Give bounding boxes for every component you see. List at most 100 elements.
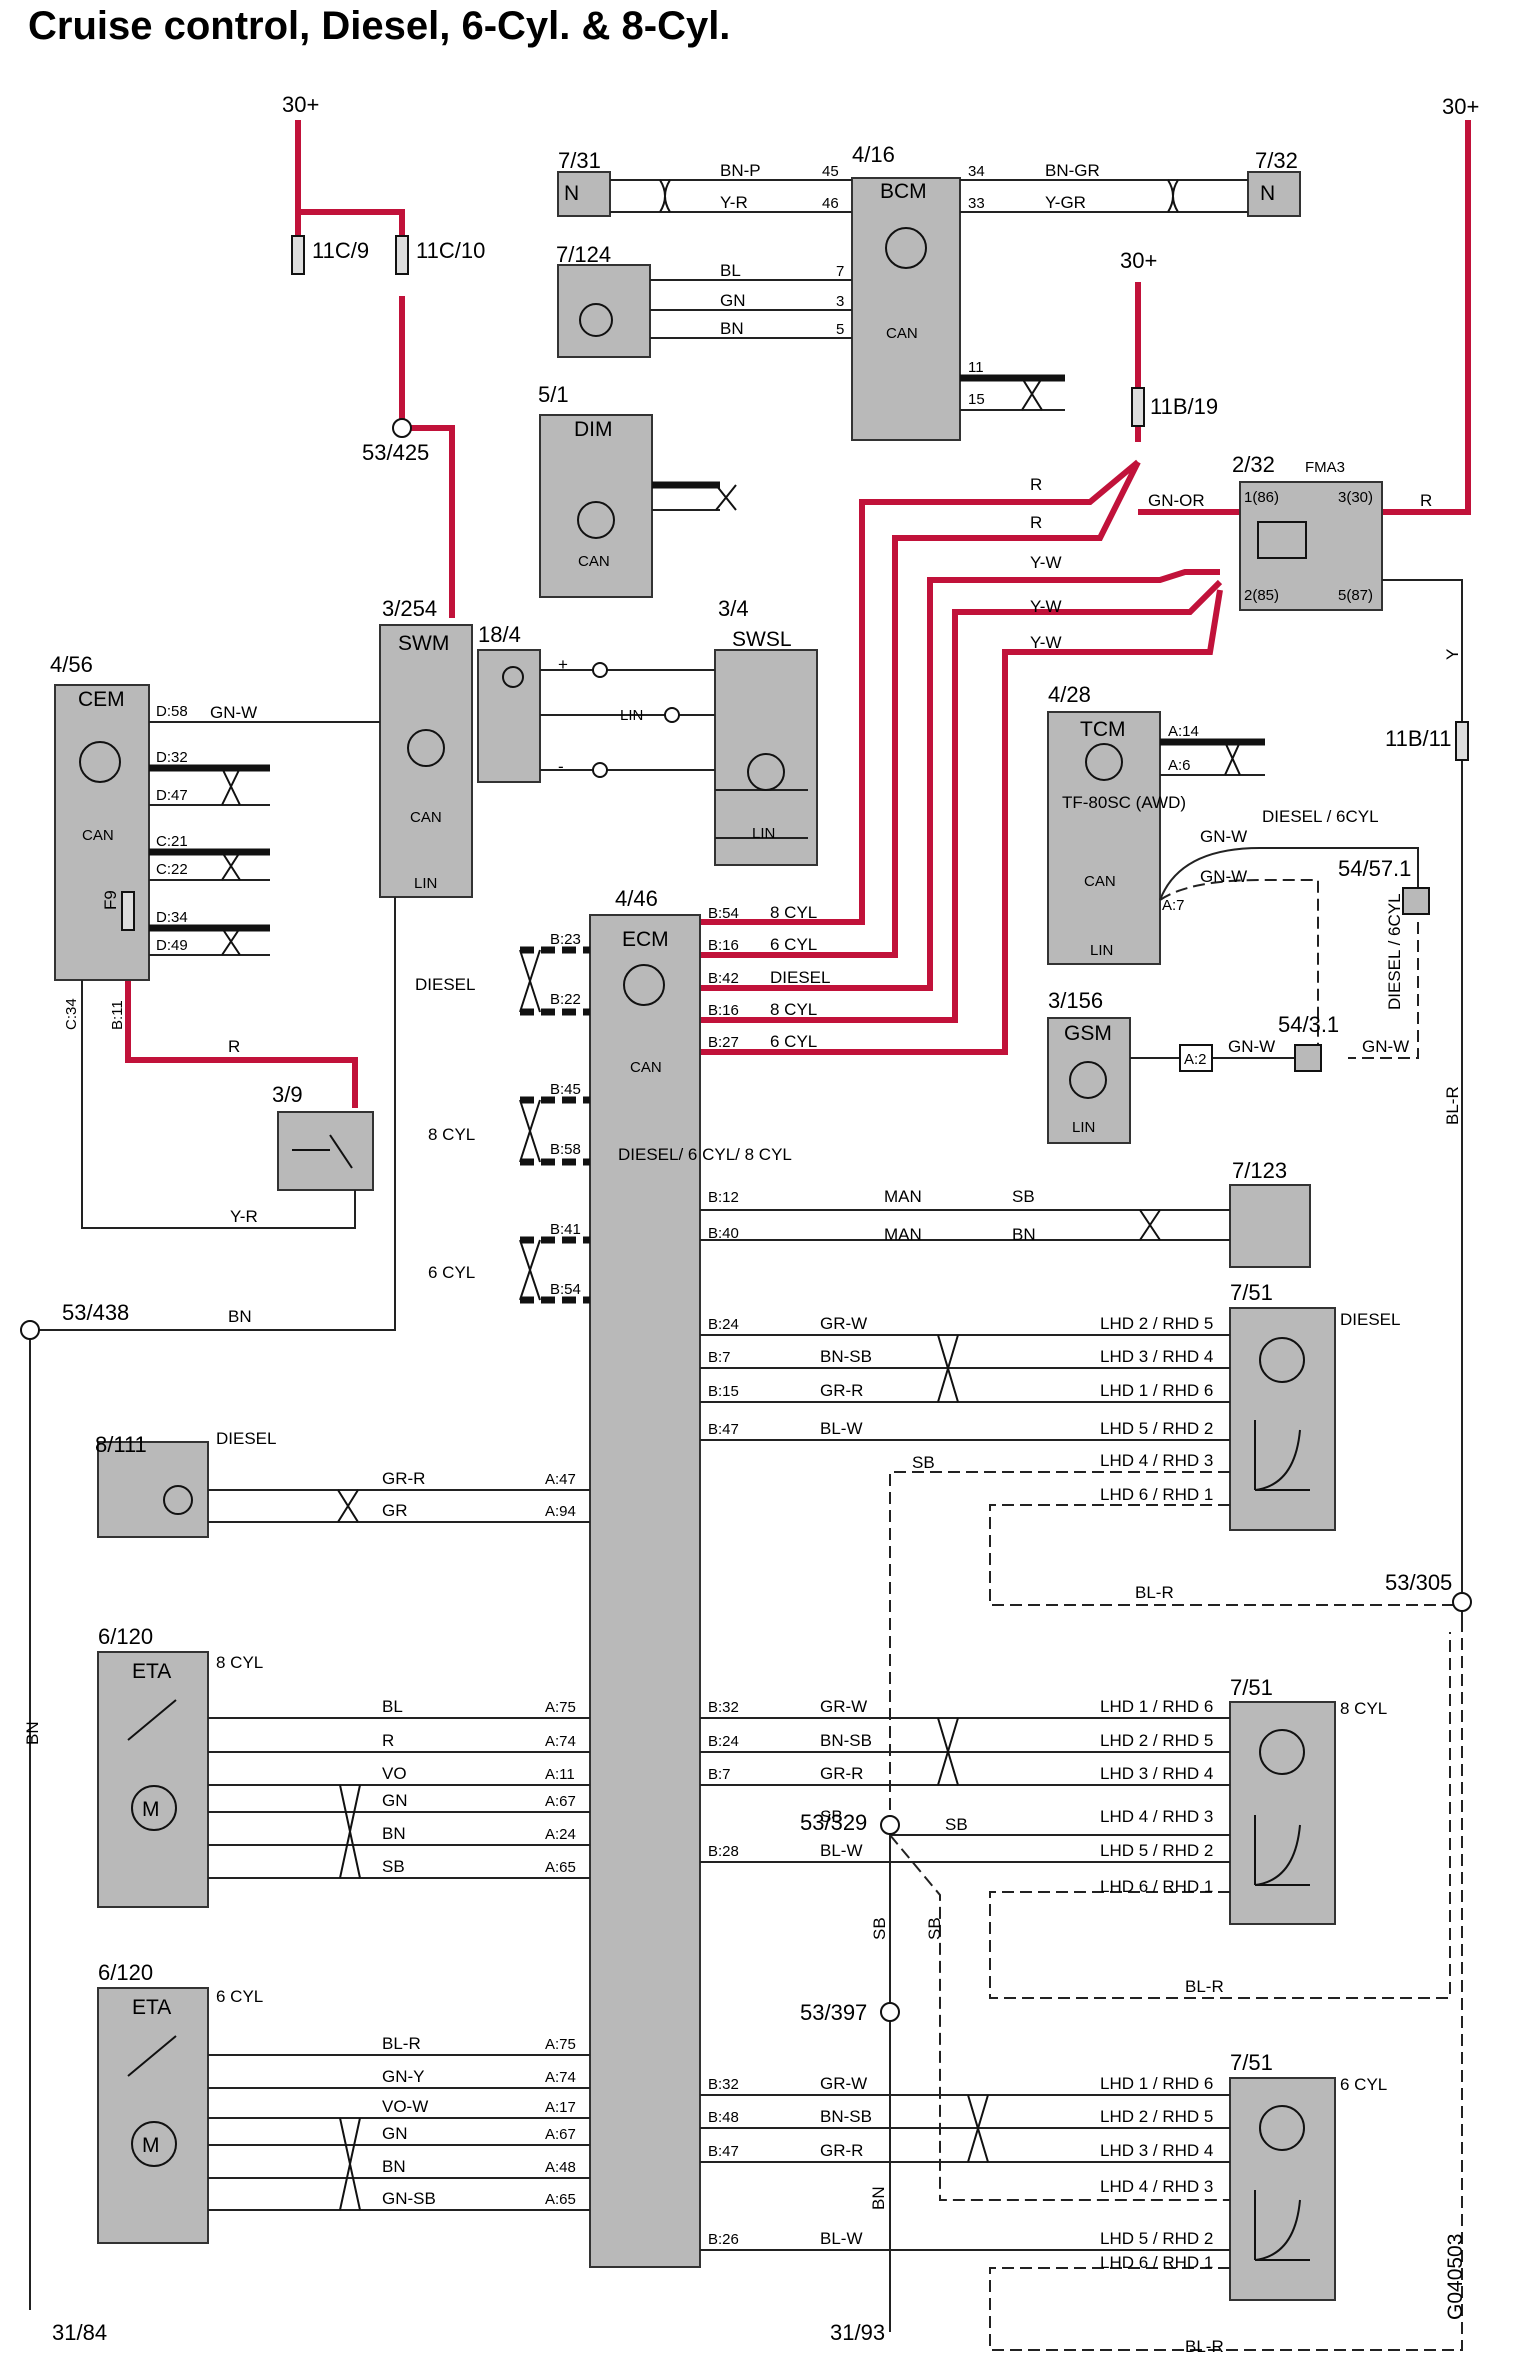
- eta8-wire: BN: [382, 1824, 406, 1843]
- label-7-51-8cyl: 7/51: [1230, 1675, 1273, 1700]
- label-6-120-8cyl: 6/120: [98, 1624, 153, 1649]
- label-3-254: 3/254: [382, 596, 437, 621]
- sensor-diesel-lhd: LHD 5 / RHD 2: [1100, 1419, 1213, 1438]
- relay-pin-2: 3(30): [1338, 489, 1373, 506]
- module-pins: BN-P 45 Y-R 46 BN-GR 34 Y-GR 33 BL 7 GN …: [63, 161, 1373, 1068]
- power-wires: [125, 120, 1471, 1108]
- ecm-red-label-3: DIESEL: [770, 968, 830, 987]
- cem-pin-5: C:22: [156, 861, 188, 878]
- tcm-name: TCM: [1080, 718, 1126, 741]
- tcm-wire-gnw-2: GN-W: [1200, 867, 1247, 886]
- sensor-6cyl-lhd: LHD 5 / RHD 2: [1100, 2229, 1213, 2248]
- signal-wires: [29, 179, 1463, 2351]
- wire-r-cem: R: [228, 1037, 240, 1056]
- bcm-wire-l2: Y-R: [720, 193, 748, 212]
- variant-6cyl: 6 CYL: [428, 1263, 475, 1282]
- sensor-8cyl-pin: B:24: [708, 1733, 739, 1750]
- sensor-6cyl-variant: 6 CYL: [1340, 2075, 1387, 2094]
- motor-diesel-variant: DIESEL: [216, 1429, 276, 1448]
- bcm-pin-l1: 45: [822, 163, 839, 180]
- label-7-51-6cyl: 7/51: [1230, 2050, 1273, 2075]
- sensor-8cyl-wire: GR-R: [820, 1764, 863, 1783]
- splice-symbols: [20, 418, 1472, 2022]
- wire-yw-3: Y-W: [1030, 633, 1062, 652]
- label-4-28: 4/28: [1048, 682, 1091, 707]
- cem-pin-7: D:49: [156, 937, 188, 954]
- cem-pin-8: C:34: [63, 998, 80, 1030]
- ecm-red-label-2: 6 CYL: [770, 935, 817, 954]
- eta6-wire: GN-SB: [382, 2189, 436, 2208]
- ecm-pin-top-1: B:54: [708, 905, 739, 922]
- sensor-8cyl-wire: SB: [820, 1807, 843, 1826]
- bcm-wire-s3: BN: [720, 319, 744, 338]
- sensor-6cyl-lhd: LHD 6 / RHD 1: [1100, 2253, 1213, 2272]
- wire-yr: Y-R: [230, 1207, 258, 1226]
- eta8-pin: A:65: [545, 1859, 576, 1876]
- ecm-pin-left-2: B:22: [550, 991, 581, 1008]
- junction-53-425: 53/425: [362, 440, 429, 465]
- dim-can: CAN: [578, 553, 610, 570]
- eta8-wire: SB: [382, 1857, 405, 1876]
- sensor-diesel-pin: B:47: [708, 1421, 739, 1438]
- sensor-6cyl-wire: GR-W: [820, 2074, 867, 2093]
- label-18-4: 18/4: [478, 622, 521, 647]
- wire-bn-vertical-2: BN: [869, 2186, 888, 2210]
- bcm-pin-s2: 3: [836, 293, 844, 310]
- wire-bn: BN: [228, 1307, 252, 1326]
- label-6-120-6cyl: 6/120: [98, 1960, 153, 1985]
- sensor-8cyl-lhd: LHD 4 / RHD 3: [1100, 1807, 1213, 1826]
- eta8-variant: 8 CYL: [216, 1653, 263, 1672]
- tcm-pin-3: A:7: [1162, 897, 1185, 914]
- sensor-diesel-extra: LHD 4 / RHD 3: [1100, 1451, 1213, 1470]
- bcm-wire-r1: BN-GR: [1045, 161, 1100, 180]
- sensor-8cyl-pin: B:7: [708, 1766, 731, 1783]
- sensor-diesel-wire: GR-W: [820, 1314, 867, 1333]
- sensor-diesel-pin: B:7: [708, 1349, 731, 1366]
- eta8-wire: GN: [382, 1791, 408, 1810]
- ecm-pin-left-1: B:23: [550, 931, 581, 948]
- sensor-diesel-pin: B:24: [708, 1316, 739, 1333]
- ecm-name: ECM: [622, 928, 669, 951]
- fma3-name: FMA3: [1305, 459, 1345, 476]
- label-7-51-diesel: 7/51: [1230, 1280, 1273, 1305]
- component-labels: 7/31 N 7/32 N 4/16 BCM CAN 7/124 5/1 DIM…: [50, 142, 1400, 2157]
- label-2-32: 2/32: [1232, 452, 1275, 477]
- sensor-6cyl-pin: B:26: [708, 2231, 739, 2248]
- sensor-8cyl-wire: GR-W: [820, 1697, 867, 1716]
- label-4-16: 4/16: [852, 142, 895, 167]
- cem-pin-4: C:21: [156, 833, 188, 850]
- ecm-pin-right-2: B:40: [708, 1225, 739, 1242]
- wire-blr-3: BL-R: [1185, 2337, 1224, 2356]
- tcm-sub: TF-80SC (AWD): [1062, 793, 1186, 812]
- fuse-symbols: [121, 235, 1469, 1072]
- eta6-wire: GN-Y: [382, 2067, 425, 2086]
- eta8-m: M: [142, 1798, 160, 1821]
- relay-pin-4: 5(87): [1338, 587, 1373, 604]
- cem-can: CAN: [82, 827, 114, 844]
- supply-30-left: 30+: [282, 92, 319, 117]
- cem-pin-2: D:32: [156, 749, 188, 766]
- cem-pin-1: D:58: [156, 703, 188, 720]
- bcm-pin-s3: 5: [836, 321, 844, 338]
- ecm-variant: DIESEL/ 6 CYL/ 8 CYL: [618, 1145, 792, 1164]
- sensor-diesel-pin: B:15: [708, 1383, 739, 1400]
- wire-gnor: GN-OR: [1148, 491, 1205, 510]
- eta6-variant: 6 CYL: [216, 1987, 263, 2006]
- label-7-124: 7/124: [556, 242, 611, 267]
- motor-diesel-pin: A:94: [545, 1503, 576, 1520]
- relay-pin-1: 1(86): [1244, 489, 1279, 506]
- wire-y: Y: [1443, 649, 1462, 660]
- ecm-pin-top-5: B:27: [708, 1034, 739, 1051]
- supply-labels: 30+ 30+ 30+: [282, 92, 1479, 273]
- eta6-pin: A:17: [545, 2099, 576, 2116]
- sensor-8cyl-lhd: LHD 1 / RHD 6: [1100, 1697, 1213, 1716]
- motor-diesel-wire: GR-R: [382, 1469, 425, 1488]
- sensor-8cyl-wire: BN-SB: [820, 1731, 872, 1750]
- eta6-pin: A:48: [545, 2159, 576, 2176]
- sensor-diesel-lhd: LHD 3 / RHD 4: [1100, 1347, 1213, 1366]
- ecm-red-label-4: 8 CYL: [770, 1000, 817, 1019]
- ecm-red-label-5: 6 CYL: [770, 1032, 817, 1051]
- eta6-pin: A:65: [545, 2191, 576, 2208]
- sensor-6cyl-wire: GR-R: [820, 2141, 863, 2160]
- eta8-wire: VO: [382, 1764, 407, 1783]
